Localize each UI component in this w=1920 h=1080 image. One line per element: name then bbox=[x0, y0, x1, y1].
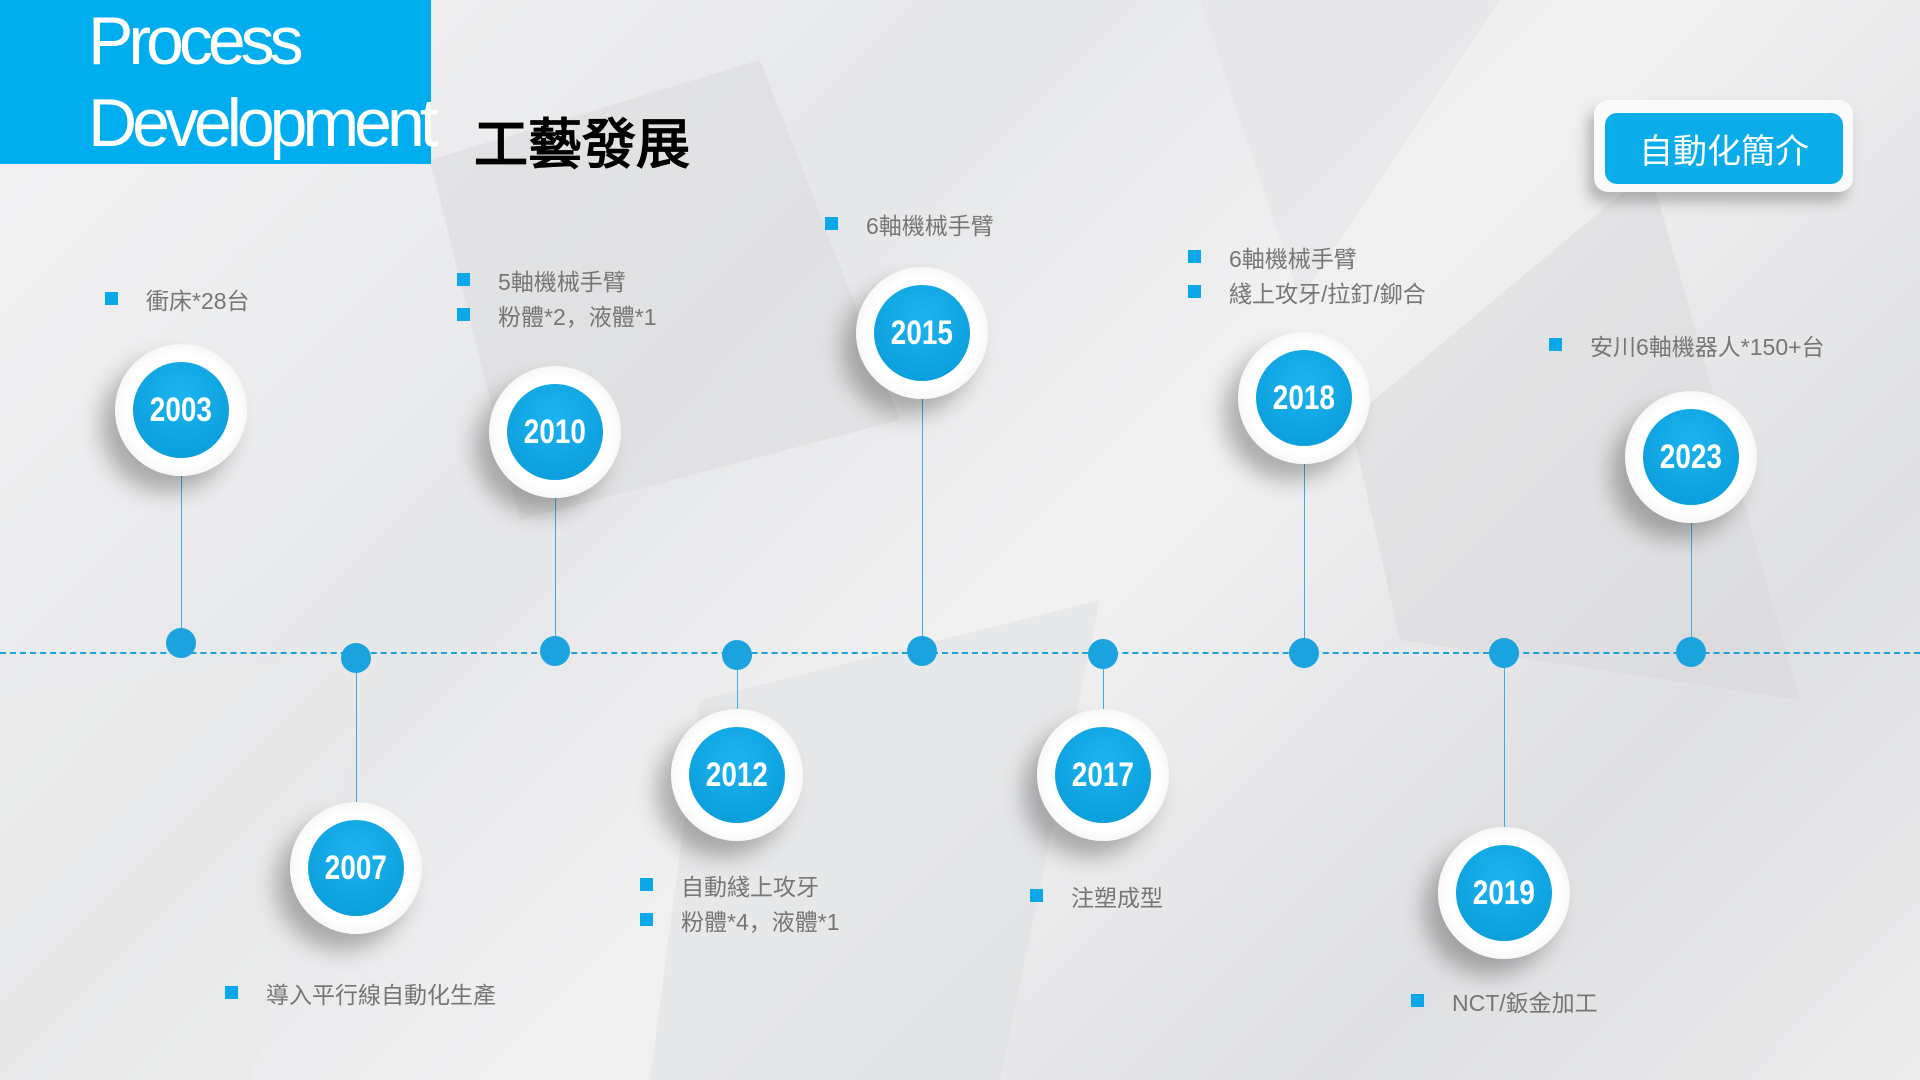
year-badge-2012: 2012 bbox=[671, 709, 803, 841]
timeline-dot bbox=[341, 643, 371, 673]
note-text: 自動綫上攻牙 bbox=[681, 873, 819, 900]
year-badge-inner: 2017 bbox=[1055, 727, 1151, 823]
timeline-connector bbox=[1504, 653, 1505, 893]
note-text: 導入平行線自動化生產 bbox=[266, 981, 496, 1008]
note-text: 6軸機械手臂 bbox=[1229, 245, 1357, 272]
year-badge-2023: 2023 bbox=[1625, 391, 1757, 523]
square-bullet-icon bbox=[457, 273, 470, 286]
square-bullet-icon bbox=[1030, 889, 1043, 902]
timeline-dot bbox=[540, 636, 570, 666]
milestone-note: 粉體*4，液體*1 bbox=[640, 902, 839, 937]
automation-intro-button[interactable]: 自動化簡介 bbox=[1594, 100, 1853, 192]
milestone-notes: 6軸機械手臂綫上攻牙/拉釘/鉚合 bbox=[1188, 239, 1426, 309]
milestone-note: 綫上攻牙/拉釘/鉚合 bbox=[1188, 274, 1426, 309]
title-line-1: Process bbox=[88, 3, 304, 79]
milestone-note: 衝床*28台 bbox=[105, 281, 250, 316]
square-bullet-icon bbox=[1411, 994, 1424, 1007]
note-text: 注塑成型 bbox=[1071, 884, 1163, 911]
timeline-dot bbox=[1289, 638, 1319, 668]
square-bullet-icon bbox=[825, 217, 838, 230]
title-english: Process Development bbox=[88, 0, 439, 164]
milestone-note: NCT/鈑金加工 bbox=[1411, 983, 1598, 1018]
year-badge-2018: 2018 bbox=[1238, 332, 1370, 464]
page-title: 工藝發展 bbox=[474, 115, 690, 175]
timeline-axis bbox=[0, 652, 1920, 654]
milestone-notes: 自動綫上攻牙粉體*4，液體*1 bbox=[640, 867, 839, 937]
timeline-dot bbox=[1489, 638, 1519, 668]
milestone-notes: 安川6軸機器人*150+台 bbox=[1549, 327, 1825, 362]
square-bullet-icon bbox=[640, 878, 653, 891]
year-badge-inner: 2007 bbox=[308, 820, 404, 916]
title-banner: Process Development bbox=[0, 0, 439, 164]
year-badge-inner: 2012 bbox=[689, 727, 785, 823]
automation-intro-label: 自動化簡介 bbox=[1605, 113, 1843, 184]
note-text: 衝床*28台 bbox=[146, 287, 250, 314]
year-badge-2003: 2003 bbox=[115, 344, 247, 476]
timeline-dot bbox=[722, 640, 752, 670]
year-label: 2007 bbox=[324, 848, 388, 887]
milestone-note: 6軸機械手臂 bbox=[1188, 239, 1426, 274]
square-bullet-icon bbox=[225, 986, 238, 999]
milestone-notes: 注塑成型 bbox=[1030, 878, 1163, 913]
title-line-2: Development bbox=[88, 85, 439, 161]
timeline-connector bbox=[1304, 398, 1305, 653]
timeline-connector bbox=[555, 432, 556, 651]
milestone-note: 自動綫上攻牙 bbox=[640, 867, 839, 902]
year-label: 2015 bbox=[890, 313, 954, 352]
timeline-dot bbox=[166, 628, 196, 658]
year-label: 2023 bbox=[1659, 437, 1723, 476]
note-text: 6軸機械手臂 bbox=[866, 212, 994, 239]
timeline-connector bbox=[1691, 457, 1692, 652]
year-badge-inner: 2015 bbox=[874, 285, 970, 381]
milestone-notes: 導入平行線自動化生產 bbox=[225, 975, 496, 1010]
square-bullet-icon bbox=[1188, 285, 1201, 298]
square-bullet-icon bbox=[640, 913, 653, 926]
square-bullet-icon bbox=[1188, 250, 1201, 263]
milestone-note: 注塑成型 bbox=[1030, 878, 1163, 913]
note-text: NCT/鈑金加工 bbox=[1452, 989, 1598, 1016]
milestone-note: 安川6軸機器人*150+台 bbox=[1549, 327, 1825, 362]
year-badge-inner: 2019 bbox=[1456, 845, 1552, 941]
year-label: 2018 bbox=[1272, 378, 1336, 417]
note-text: 粉體*2，液體*1 bbox=[498, 303, 657, 330]
milestone-notes: NCT/鈑金加工 bbox=[1411, 983, 1598, 1018]
timeline-dot bbox=[1088, 639, 1118, 669]
year-badge-2019: 2019 bbox=[1438, 827, 1570, 959]
milestone-notes: 6軸機械手臂 bbox=[825, 206, 994, 241]
year-badge-inner: 2010 bbox=[507, 384, 603, 480]
square-bullet-icon bbox=[457, 308, 470, 321]
year-badge-2007: 2007 bbox=[290, 802, 422, 934]
year-label: 2003 bbox=[149, 390, 213, 429]
timeline-connector bbox=[181, 410, 182, 643]
timeline-connector bbox=[356, 658, 357, 868]
square-bullet-icon bbox=[105, 292, 118, 305]
year-badge-2015: 2015 bbox=[856, 267, 988, 399]
year-label: 2012 bbox=[705, 755, 769, 794]
note-text: 粉體*4，液體*1 bbox=[681, 908, 840, 935]
square-bullet-icon bbox=[1549, 338, 1562, 351]
note-text: 綫上攻牙/拉釘/鉚合 bbox=[1229, 280, 1426, 307]
milestone-note: 5軸機械手臂 bbox=[457, 262, 656, 297]
milestone-note: 6軸機械手臂 bbox=[825, 206, 994, 241]
milestone-note: 粉體*2，液體*1 bbox=[457, 297, 656, 332]
year-badge-inner: 2018 bbox=[1256, 350, 1352, 446]
year-label: 2010 bbox=[523, 412, 587, 451]
year-label: 2017 bbox=[1071, 755, 1135, 794]
milestone-note: 導入平行線自動化生產 bbox=[225, 975, 496, 1010]
milestone-notes: 5軸機械手臂粉體*2，液體*1 bbox=[457, 262, 656, 332]
milestone-notes: 衝床*28台 bbox=[105, 281, 250, 316]
year-badge-2017: 2017 bbox=[1037, 709, 1169, 841]
year-badge-2010: 2010 bbox=[489, 366, 621, 498]
timeline-connector bbox=[922, 333, 923, 651]
timeline-dot bbox=[907, 636, 937, 666]
note-text: 安川6軸機器人*150+台 bbox=[1590, 333, 1825, 360]
year-badge-inner: 2023 bbox=[1643, 409, 1739, 505]
timeline-dot bbox=[1676, 637, 1706, 667]
year-badge-inner: 2003 bbox=[133, 362, 229, 458]
year-label: 2019 bbox=[1472, 873, 1536, 912]
note-text: 5軸機械手臂 bbox=[498, 268, 626, 295]
